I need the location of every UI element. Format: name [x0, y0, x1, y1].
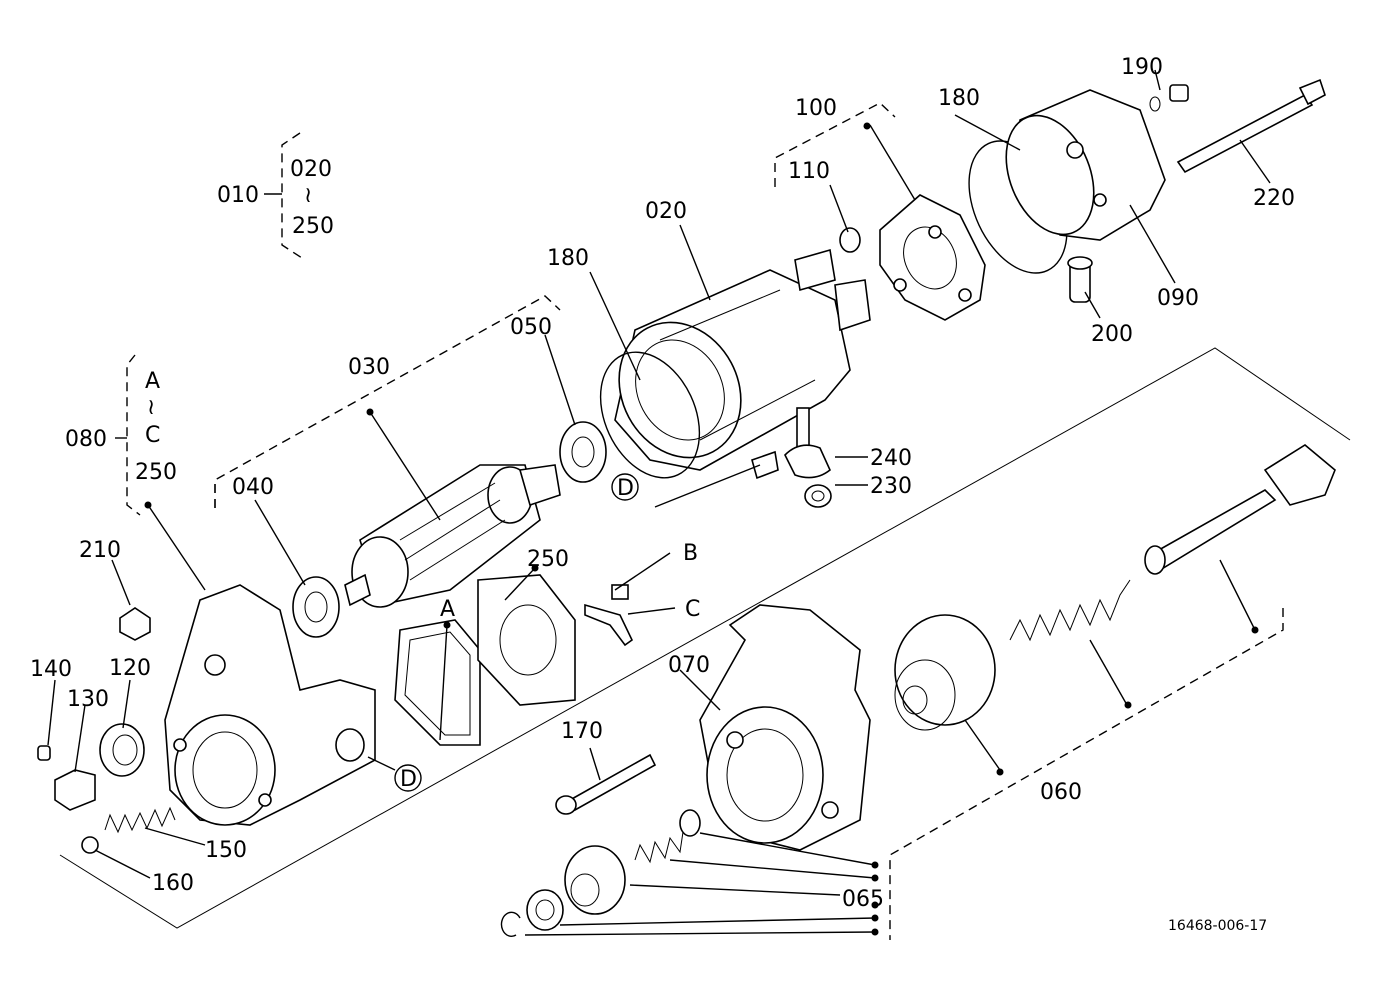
label-tilde-1: ≀: [304, 183, 312, 208]
label-090: 090: [1157, 286, 1199, 311]
pinion-065: [564, 845, 626, 915]
collar-065: [526, 889, 564, 931]
label-170: 170: [561, 719, 603, 744]
gasket-A: [394, 619, 481, 746]
label-D-1: D: [617, 476, 634, 501]
gear-housing-070: [699, 604, 871, 851]
roller-140: [37, 745, 51, 761]
label-070: 070: [668, 653, 710, 678]
label-250: 250: [527, 547, 569, 572]
part-labels: 010 020 ≀ 250 080 A ≀ C 250 020 180 180 …: [30, 55, 1295, 934]
label-230: 230: [870, 474, 912, 499]
screw-200: [1067, 256, 1093, 303]
spring-060: [1009, 579, 1131, 642]
gear-120: [99, 723, 145, 777]
label-130: 130: [67, 687, 109, 712]
label-B: B: [683, 541, 698, 566]
group-bracket-100-box: [774, 102, 896, 187]
label-020: 020: [645, 199, 687, 224]
label-040: 040: [232, 475, 274, 500]
group-bracket-030-box: [214, 295, 561, 508]
snap-ring-065: [500, 911, 521, 937]
label-100: 100: [795, 96, 837, 121]
screw-190: [1149, 84, 1189, 112]
armature-030: [344, 464, 561, 608]
label-020-range: 020: [290, 157, 332, 182]
label-240: 240: [870, 446, 912, 471]
terminal-240: [751, 407, 831, 480]
bearing-040: [292, 576, 340, 638]
label-200: 200: [1091, 322, 1133, 347]
label-080: 080: [65, 427, 107, 452]
label-220: 220: [1253, 186, 1295, 211]
spring-150: [104, 806, 176, 834]
label-050: 050: [510, 315, 552, 340]
nut-210: [119, 607, 151, 641]
circle-marker-D1: [611, 473, 639, 501]
nut-230: [804, 484, 832, 508]
label-120: 120: [109, 656, 151, 681]
nut-110: [839, 227, 861, 253]
label-180-left: 180: [547, 246, 589, 271]
drawing-number: 16468-006-17: [1168, 918, 1267, 934]
label-250-range: 250: [292, 214, 334, 239]
brush-holder-100: [879, 194, 986, 321]
spring-065: [634, 831, 684, 864]
label-C-range: C: [145, 423, 160, 448]
o-ring-180-left: [599, 351, 701, 479]
end-frame-090: [1005, 89, 1166, 241]
label-065: 065: [842, 887, 884, 912]
label-160: 160: [152, 871, 194, 896]
through-bolt-220: [1176, 78, 1326, 174]
yoke-020: [614, 248, 871, 471]
label-010: 010: [217, 183, 259, 208]
retainer-130: [54, 769, 96, 811]
label-140: 140: [30, 657, 72, 682]
label-250-range-b: 250: [135, 460, 177, 485]
label-110: 110: [788, 159, 830, 184]
label-190: 190: [1121, 55, 1163, 80]
label-C: C: [685, 597, 700, 622]
bolt-170: [555, 753, 657, 815]
group-bracket-main-box: [59, 347, 1351, 940]
leader-lines: [47, 69, 1271, 936]
circle-marker-D2: [394, 764, 422, 792]
clutch-060: [894, 614, 996, 731]
label-tilde-2: ≀: [147, 395, 155, 420]
label-060: 060: [1040, 780, 1082, 805]
label-150: 150: [205, 838, 247, 863]
label-A: A: [440, 597, 455, 622]
label-210: 210: [79, 538, 121, 563]
label-A-range: A: [145, 369, 160, 394]
washer-065: [679, 809, 701, 837]
ball-160: [81, 836, 99, 854]
plunger-B-C: [584, 584, 634, 647]
housing-080: [164, 584, 376, 826]
group-bracket-010: [264, 132, 303, 259]
gasket-250: [477, 574, 576, 706]
label-180-right: 180: [938, 86, 980, 111]
label-D-2: D: [400, 767, 417, 792]
bearing-050: [559, 421, 607, 483]
label-030: 030: [348, 355, 390, 380]
group-bracket-080: [115, 354, 141, 516]
shaft-060: [1144, 444, 1336, 575]
leader-dots: [144, 122, 1259, 936]
